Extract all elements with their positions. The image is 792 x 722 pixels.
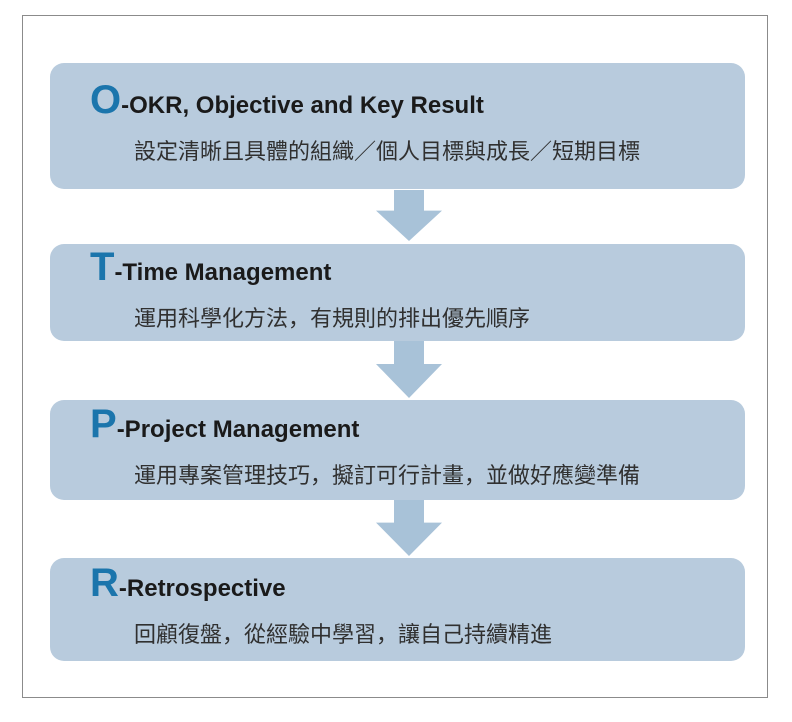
step-description: 運用專案管理技巧，擬訂可行計畫，並做好應變準備 bbox=[134, 463, 641, 488]
step-box-retrospective: R-Retrospective 回顧復盤，從經驗中學習，讓自己持續精進 bbox=[50, 558, 745, 661]
step-letter: O bbox=[90, 78, 122, 122]
step-letter: P bbox=[90, 402, 117, 446]
step-description: 運用科學化方法，有規則的排出優先順序 bbox=[134, 306, 531, 331]
down-arrow-icon bbox=[376, 190, 442, 241]
step-title: R-Retrospective bbox=[50, 562, 745, 613]
step-letter: R bbox=[90, 561, 119, 605]
step-box-project-management: P-Project Management 運用專案管理技巧，擬訂可行計畫，並做好… bbox=[50, 400, 745, 500]
down-arrow-icon bbox=[376, 500, 442, 556]
step-title-text: -Time Management bbox=[114, 259, 332, 286]
step-title-text: -Project Management bbox=[116, 416, 360, 443]
step-box-okr: O-OKR, Objective and Key Result 設定清晰且具體的… bbox=[50, 63, 745, 189]
step-box-time-management: T-Time Management 運用科學化方法，有規則的排出優先順序 bbox=[50, 244, 745, 341]
step-description: 回顧復盤，從經驗中學習，讓自己持續精進 bbox=[134, 622, 553, 647]
step-title-text: -OKR, Objective and Key Result bbox=[121, 92, 484, 119]
step-title: T-Time Management bbox=[50, 246, 745, 297]
step-title: O-OKR, Objective and Key Result bbox=[50, 79, 745, 130]
step-description: 設定清晰且具體的組織／個人目標與成長／短期目標 bbox=[134, 139, 641, 164]
step-letter: T bbox=[90, 245, 115, 289]
down-arrow-icon bbox=[376, 341, 442, 398]
outer-frame bbox=[22, 15, 768, 698]
step-title-text: -Retrospective bbox=[118, 575, 286, 602]
step-title: P-Project Management bbox=[50, 403, 745, 454]
